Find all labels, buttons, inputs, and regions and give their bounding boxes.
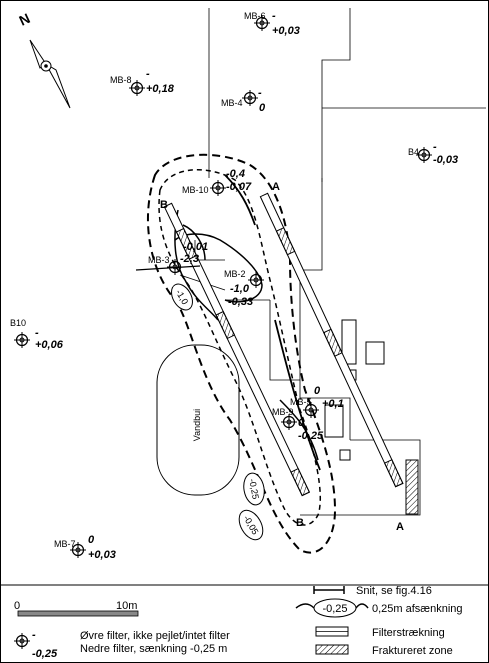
svg-text:-0,25: -0,25	[298, 430, 324, 442]
section-b-end: B	[296, 517, 304, 529]
section-a-start: A	[272, 181, 280, 193]
svg-text:Øvre filter, ikke pejlet/intet: Øvre filter, ikke pejlet/intet filter	[80, 630, 230, 642]
svg-text:Nedre filter, sænkning -0,25 m: Nedre filter, sænkning -0,25 m	[80, 643, 227, 655]
water-tank: Vandbui	[156, 344, 240, 496]
svg-text:-: -	[272, 10, 276, 22]
svg-text:+0,1: +0,1	[322, 398, 344, 410]
svg-text:0: 0	[314, 385, 321, 397]
drawdown-contours	[146, 153, 337, 554]
svg-text:-0,07: -0,07	[226, 181, 252, 193]
north-arrow: N	[17, 10, 71, 109]
legend-well: - -0,25 Øvre filter, ikke pejlet/intet f…	[13, 629, 230, 660]
north-label: N	[17, 10, 33, 29]
svg-text:MB-6: MB-6	[244, 11, 266, 21]
svg-text:B10: B10	[10, 318, 26, 328]
scale-end: 10m	[116, 600, 137, 612]
section-b-start: B	[160, 199, 168, 211]
legend-fracture: Fraktureret zone	[315, 644, 453, 657]
legend-filter: Filterstrækning	[315, 626, 445, 639]
contour-label-1: -1,0	[171, 283, 193, 311]
svg-text:+0,03: +0,03	[272, 25, 300, 37]
svg-text:MB-7: MB-7	[54, 539, 76, 549]
svg-text:MB-8: MB-8	[110, 75, 132, 85]
svg-text:MB-4: MB-4	[221, 98, 243, 108]
small-structures	[324, 319, 419, 515]
svg-text:-: -	[146, 68, 150, 80]
svg-text:-0,01: -0,01	[183, 241, 208, 253]
well-mb5: MB-5 0 +0,1	[290, 385, 344, 419]
section-a-end: A	[396, 521, 404, 533]
well-mb4: MB-4 - 0	[221, 87, 266, 114]
svg-text:Fraktureret zone: Fraktureret zone	[372, 645, 453, 657]
svg-text:0: 0	[298, 417, 305, 429]
legend-contour: -0,25 0,25m afsænkning	[295, 598, 463, 618]
svg-text:-0,33: -0,33	[228, 296, 253, 308]
legend-snit: Snit, se fig.4.16	[313, 585, 432, 597]
svg-text:Snit, se fig.4.16: Snit, se fig.4.16	[356, 585, 432, 597]
svg-text:+0,03: +0,03	[88, 549, 116, 561]
svg-text:MB-2: MB-2	[224, 269, 246, 279]
svg-text:-0,25: -0,25	[247, 478, 260, 500]
svg-text:-0,25: -0,25	[322, 603, 347, 615]
svg-text:-: -	[433, 141, 437, 153]
well-mb8: MB-8 - +0,18	[110, 68, 175, 97]
svg-text:B4: B4	[408, 147, 419, 157]
scale-start: 0	[14, 600, 20, 612]
svg-text:0,25m afsænkning: 0,25m afsænkning	[372, 603, 463, 615]
svg-text:0: 0	[259, 102, 266, 114]
svg-text:-2,3: -2,3	[180, 253, 199, 265]
svg-text:-: -	[258, 87, 262, 99]
scale-bar: 0 10m	[14, 600, 139, 617]
well-mb10: MB-10 -0,4 -0,07	[182, 168, 252, 197]
section-lines	[135, 192, 404, 497]
svg-text:-1,0: -1,0	[230, 283, 250, 295]
svg-text:Filterstrækning: Filterstrækning	[372, 627, 445, 639]
well-b10: B10 - +0,06	[10, 318, 64, 351]
contour-label-2: -0,25	[243, 472, 265, 506]
well-mb3: MB-3 -0,01 -2,3	[148, 241, 208, 276]
svg-text:MB-3: MB-3	[148, 255, 170, 265]
well-mb7: MB-7 0 +0,03	[54, 534, 116, 561]
svg-text:MB-10: MB-10	[182, 185, 209, 195]
svg-text:-0,25: -0,25	[32, 648, 58, 660]
svg-text:+0,06: +0,06	[35, 339, 64, 351]
svg-text:0: 0	[88, 534, 95, 546]
well-mb9: MB-9 0 -0,25	[272, 407, 324, 442]
svg-text:+0,18: +0,18	[146, 83, 175, 95]
tank-label: Vandbui	[192, 409, 202, 441]
svg-text:-0,03: -0,03	[433, 154, 458, 166]
svg-text:-: -	[35, 327, 39, 339]
well-b4: B4 - -0,03	[408, 141, 458, 166]
svg-text:-: -	[32, 629, 36, 641]
svg-text:MB-5: MB-5	[290, 397, 312, 407]
contour-label-3: -0,05	[238, 509, 264, 541]
svg-text:-0,4: -0,4	[226, 168, 245, 180]
svg-text:MB-9: MB-9	[272, 407, 294, 417]
well-mb6: MB-6 - +0,03	[244, 10, 300, 37]
well-mb2: MB-2 -1,0 -0,33	[224, 269, 265, 308]
